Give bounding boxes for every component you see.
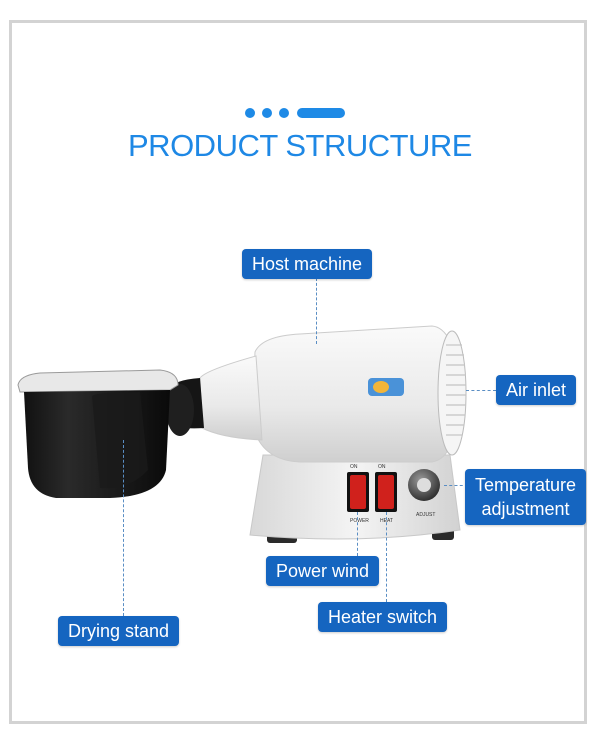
power-switch[interactable] — [350, 475, 366, 509]
callout-drying-stand: Drying stand — [58, 616, 180, 646]
leader-air-inlet — [466, 390, 496, 391]
decor-dot — [279, 108, 289, 118]
leader-power-wind — [357, 512, 358, 556]
leader-temperature — [444, 485, 468, 486]
callout-temperature-adjustment: Temperature adjustment — [465, 469, 587, 525]
cup-inner — [92, 392, 148, 489]
on-label: ON — [378, 464, 386, 470]
callout-host-machine: Host machine — [242, 249, 373, 279]
nozzle-ring — [166, 384, 194, 436]
callout-air-inlet: Air inlet — [496, 375, 577, 405]
air-inlet-grille — [437, 330, 467, 456]
decor-dot — [245, 108, 255, 118]
page-title: PRODUCT STRUCTURE — [128, 128, 473, 163]
brand-logo-mark — [373, 381, 389, 393]
decor-dot — [262, 108, 272, 118]
adjust-panel-label: ADJUST — [416, 512, 435, 518]
decor-pill — [297, 108, 345, 118]
callout-temperature-line2: adjustment — [481, 499, 570, 519]
leader-heater-switch — [386, 512, 387, 602]
heat-switch[interactable] — [378, 475, 394, 509]
power-panel-label: POWER — [350, 518, 369, 524]
host-body — [251, 325, 461, 463]
callout-temperature-line1: Temperature — [475, 475, 577, 495]
on-label: ON — [350, 464, 358, 470]
callout-power-wind: Power wind — [266, 556, 380, 586]
leader-drying-stand — [123, 440, 124, 616]
cup-lid — [17, 369, 179, 393]
nozzle — [199, 355, 263, 441]
leader-host-machine — [316, 278, 317, 344]
knob-cap — [417, 478, 431, 492]
callout-heater-switch: Heater switch — [318, 602, 448, 632]
